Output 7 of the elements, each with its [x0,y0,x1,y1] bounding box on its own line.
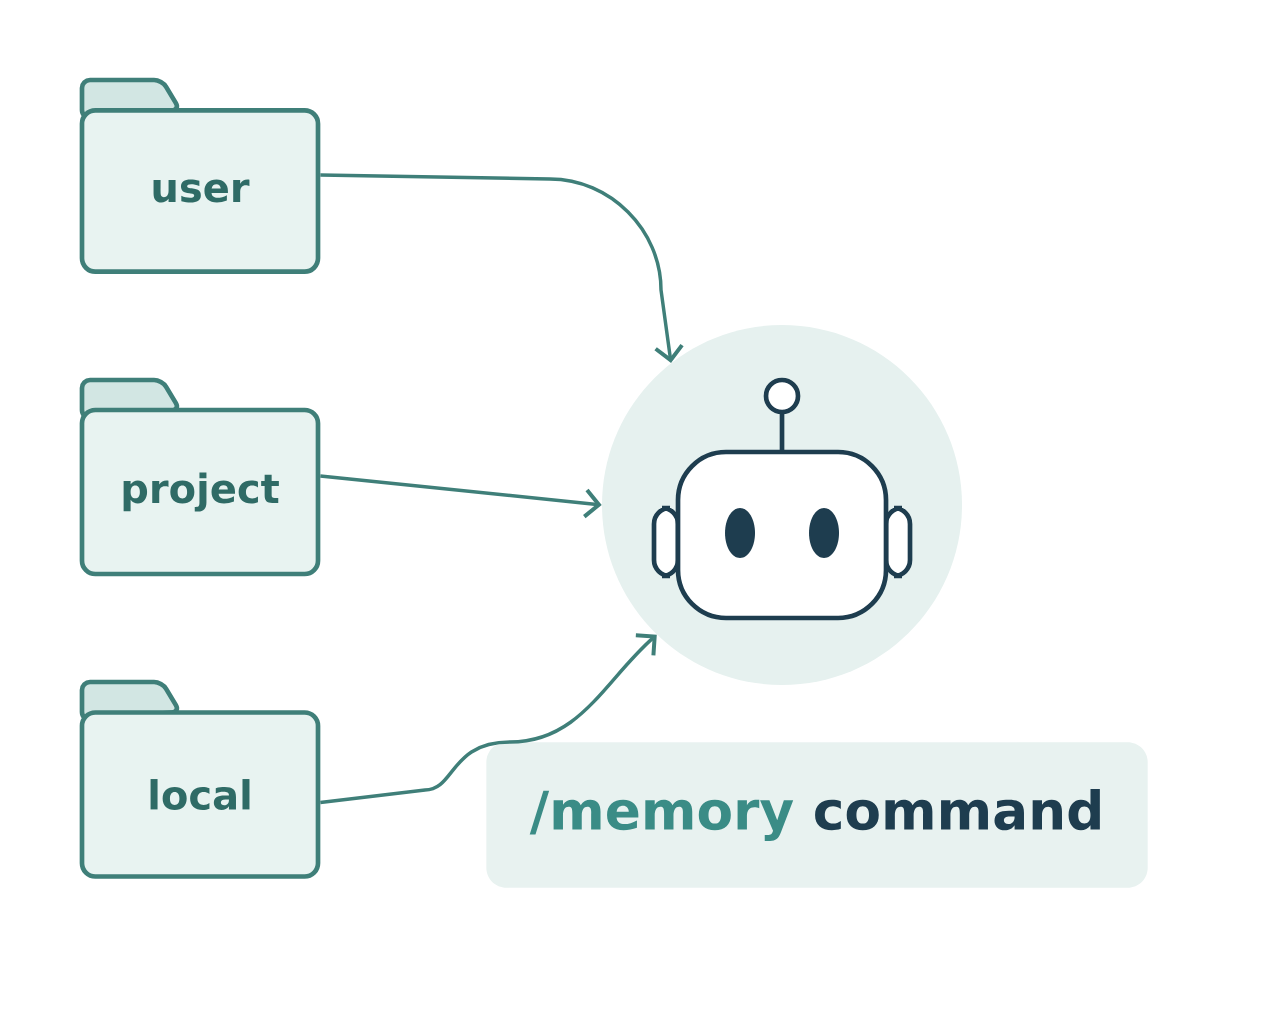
arrow [320,173,684,363]
folder: local [79,679,321,879]
folder: project [79,377,321,577]
folder: user [79,77,321,274]
command-box: /memory command [486,742,1148,888]
arrow [320,633,657,805]
arrow [320,474,602,519]
